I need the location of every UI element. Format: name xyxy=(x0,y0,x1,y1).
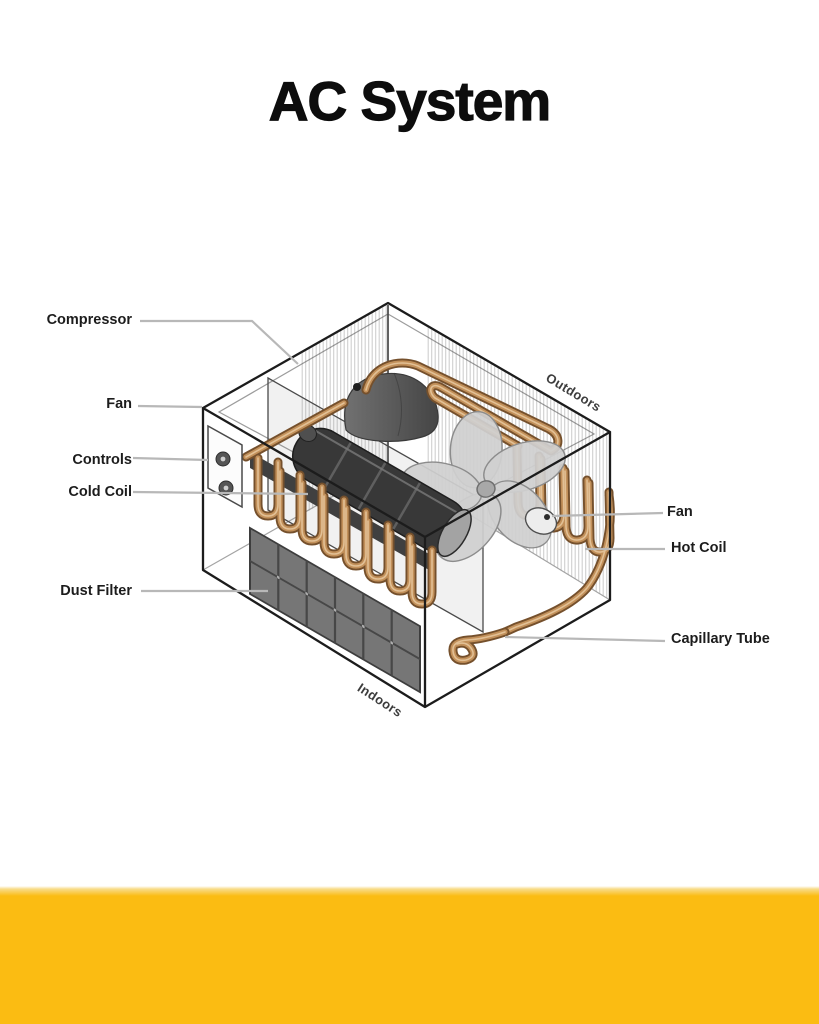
leader-controls xyxy=(132,456,209,462)
label-fan-indoor: Fan xyxy=(106,396,132,412)
dust-filter-grid xyxy=(249,526,421,694)
label-compressor: Compressor xyxy=(46,312,132,328)
fan-motor xyxy=(524,507,558,535)
label-capillary-tube: Capillary Tube xyxy=(671,631,770,647)
compressor-shape xyxy=(344,372,439,442)
leader-cold-coil xyxy=(132,490,309,496)
label-cold-coil: Cold Coil xyxy=(68,484,132,500)
leader-lines xyxy=(132,319,666,643)
label-dust-filter: Dust Filter xyxy=(60,583,132,599)
leader-compressor xyxy=(140,319,299,365)
label-controls: Controls xyxy=(72,452,132,468)
footer-accent-band xyxy=(0,886,819,1024)
label-hot-coil: Hot Coil xyxy=(671,540,727,556)
page-title: AC System xyxy=(268,69,552,132)
label-fan-outdoor: Fan xyxy=(667,504,693,520)
leader-fan-outdoor xyxy=(551,511,664,518)
capillary-tube-pipe xyxy=(453,632,505,660)
controls-panel xyxy=(207,424,243,509)
leader-capillary-tube xyxy=(504,635,666,643)
cabinet-wireframe xyxy=(201,301,612,709)
leader-fan-indoor xyxy=(137,404,203,409)
